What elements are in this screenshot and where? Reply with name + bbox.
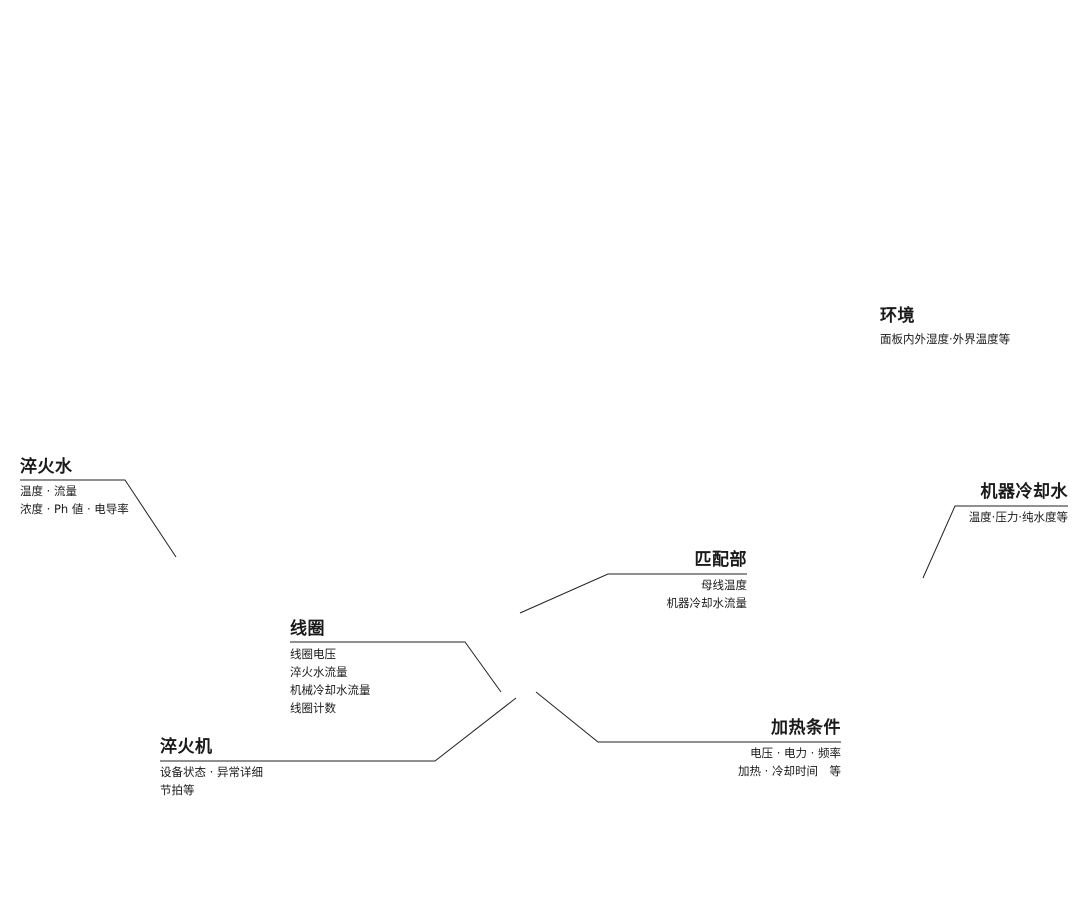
callout-detail: 设备状态 · 异常详细 (160, 765, 263, 779)
callout-machine-cooling: 机器冷却水 温度·压力·纯水度等 (969, 481, 1068, 526)
callout-detail: 节拍等 (160, 783, 195, 797)
callout-detail: 温度·压力·纯水度等 (968, 510, 1068, 524)
callout-detail: 电压 · 电力 · 频率 (750, 746, 841, 760)
callout-heating: 加热条件 电压 · 电力 · 频率 加热 · 冷却时间 等 (738, 717, 841, 780)
leader-heating (535, 691, 841, 743)
callout-detail: 加热 · 冷却时间 等 (738, 764, 841, 778)
callout-quench-machine: 淬火机 设备状态 · 异常详细 节拍等 (160, 736, 263, 799)
leader-quench-machine (160, 697, 517, 762)
callout-title: 机器冷却水 (980, 482, 1068, 502)
callout-detail: 线圈计数 (290, 701, 336, 715)
callout-detail: 机械冷却水流量 (290, 683, 371, 697)
callout-title: 线圈 (290, 619, 325, 639)
callout-title: 匹配部 (694, 550, 747, 570)
callout-detail: 浓度 · Ph 値 · 电导率 (20, 502, 129, 516)
callout-detail: 线圈电压 (290, 647, 336, 661)
callout-environment: 环境 面板内外湿度·外界温度等 (880, 305, 1010, 348)
leader-matching (519, 573, 747, 614)
callout-title: 淬火机 (160, 737, 213, 757)
callout-quench-water: 淬火水 温度 · 流量 浓度 · Ph 値 · 电导率 (20, 456, 129, 518)
callout-detail: 面板内外湿度·外界温度等 (880, 332, 1011, 346)
callout-detail: 机器冷却水流量 (666, 596, 748, 610)
callout-detail: 温度 · 流量 (20, 484, 77, 498)
callout-detail: 淬火水流量 (290, 665, 348, 679)
callout-detail: 母线温度 (701, 578, 747, 592)
leader-quench-water (20, 479, 177, 558)
leader-machine-cooling (922, 505, 1068, 579)
leader-coil (290, 641, 502, 693)
callout-title: 加热条件 (771, 718, 841, 738)
callout-title: 环境 (880, 306, 915, 326)
callout-title: 淬火水 (20, 457, 73, 477)
callout-matching: 匹配部 母线温度 机器冷却水流量 (667, 549, 748, 612)
callout-coil: 线圈 线圈电压 淬火水流量 机械冷却水流量 线圈计数 (290, 618, 371, 717)
